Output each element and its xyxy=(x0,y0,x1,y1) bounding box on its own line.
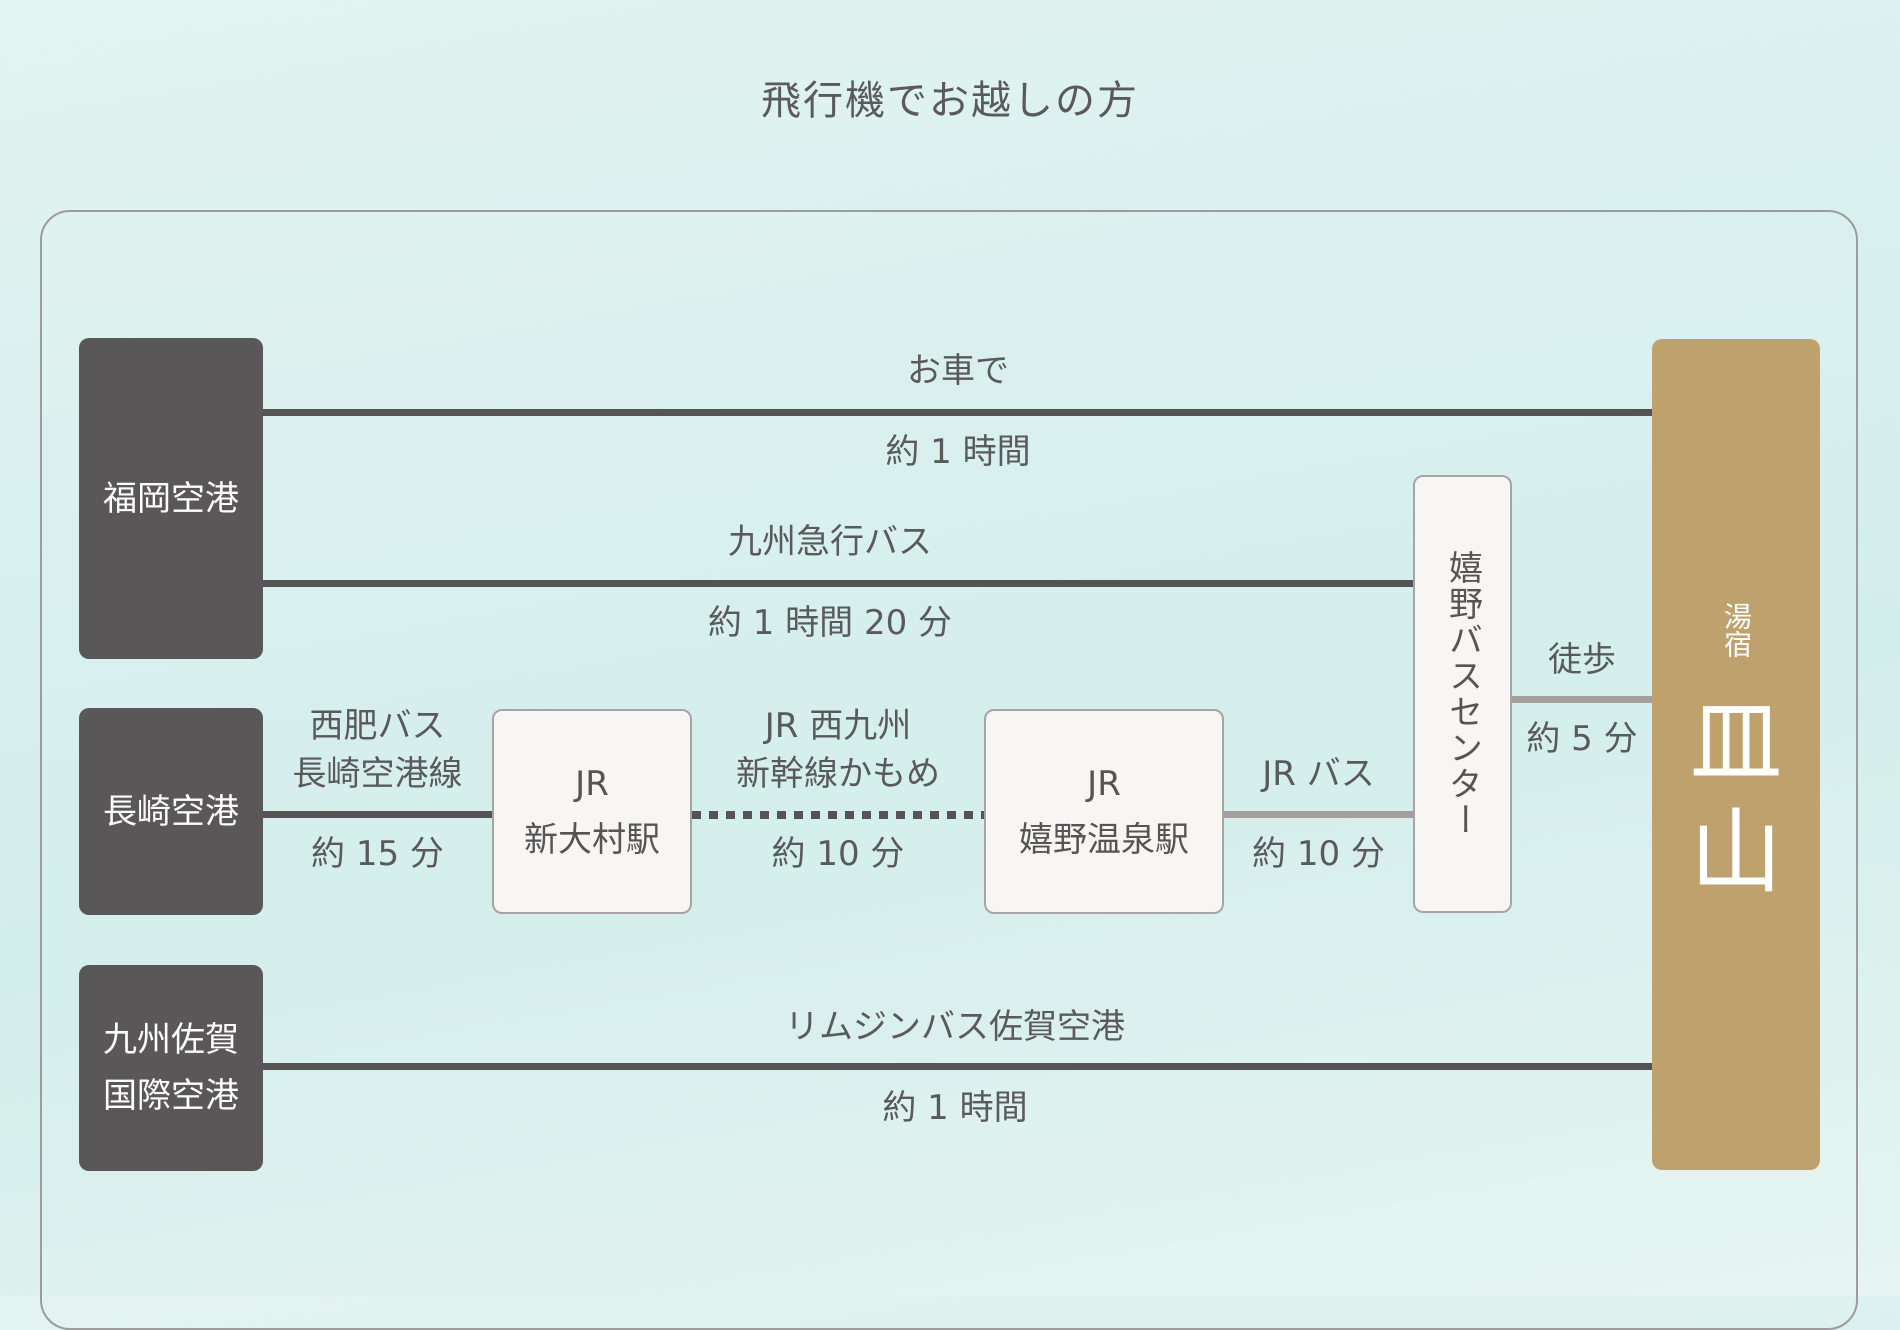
station-jr-ureshino-onsen: JR 嬉野温泉駅 xyxy=(984,709,1224,914)
route-shinkansen-label-2: 新幹線かもめ xyxy=(736,754,940,794)
route-jr-bus-label: JR バス xyxy=(1262,754,1375,794)
destination-yuyado-sarayama: 湯宿 皿 山 xyxy=(1652,339,1820,1170)
station-ureshino-onsen-line2: 嬉野温泉駅 xyxy=(1019,819,1189,860)
destination-logo-1: 皿 xyxy=(1689,688,1782,796)
route-saihi-bus-time: 約 15 分 xyxy=(311,834,444,874)
origin-saga-label-1: 九州佐賀 xyxy=(103,1020,239,1060)
route-car-line xyxy=(263,409,1652,416)
route-saihi-bus-line xyxy=(263,811,492,818)
station-ureshino-bus-center-label: 嬉野バスセンター xyxy=(1442,550,1483,838)
destination-subtitle: 湯宿 xyxy=(1720,601,1753,658)
route-limousine-time: 約 1 時間 xyxy=(882,1088,1028,1128)
route-car-time: 約 1 時間 xyxy=(885,432,1031,472)
access-panel xyxy=(40,210,1858,1330)
page-title: 飛行機でお越しの方 xyxy=(761,78,1139,124)
route-walk-time: 約 5 分 xyxy=(1526,719,1638,759)
origin-nagasaki-label: 長崎空港 xyxy=(103,791,239,832)
route-saihi-bus-label-1: 西肥バス xyxy=(309,706,446,746)
route-walk-label: 徒歩 xyxy=(1548,640,1616,680)
origin-nagasaki-airport: 長崎空港 xyxy=(79,708,263,915)
route-shinkansen-label-1: JR 西九州 xyxy=(764,706,912,746)
station-ureshino-onsen-line1: JR xyxy=(1087,763,1121,804)
route-car-label: お車で xyxy=(907,351,1009,391)
route-saihi-bus-label-2: 長崎空港線 xyxy=(292,754,463,794)
route-limousine-line xyxy=(263,1063,1652,1070)
station-shin-omura-line1: JR xyxy=(575,763,609,804)
route-limousine-label: リムジンバス佐賀空港 xyxy=(785,1007,1125,1047)
route-jr-bus-time: 約 10 分 xyxy=(1252,834,1385,874)
route-jr-bus-line xyxy=(1224,811,1413,818)
route-shinkansen-time: 約 10 分 xyxy=(771,834,905,874)
route-walk-line xyxy=(1512,696,1652,703)
destination-logo-2: 山 xyxy=(1689,798,1782,906)
station-shin-omura-line2: 新大村駅 xyxy=(524,819,660,860)
route-express-bus-line xyxy=(263,580,1413,587)
station-jr-shin-omura: JR 新大村駅 xyxy=(492,709,692,914)
origin-fukuoka-airport: 福岡空港 xyxy=(79,338,263,659)
origin-fukuoka-label: 福岡空港 xyxy=(103,478,239,519)
route-shinkansen-dotted-line xyxy=(692,811,984,819)
origin-saga-label-2: 国際空港 xyxy=(103,1076,239,1116)
origin-saga-airport: 九州佐賀 国際空港 xyxy=(79,965,263,1171)
station-ureshino-bus-center: 嬉野バスセンター xyxy=(1413,475,1512,913)
route-express-bus-time: 約 1 時間 20 分 xyxy=(707,603,953,643)
route-express-bus-label: 九州急行バス xyxy=(728,522,932,562)
